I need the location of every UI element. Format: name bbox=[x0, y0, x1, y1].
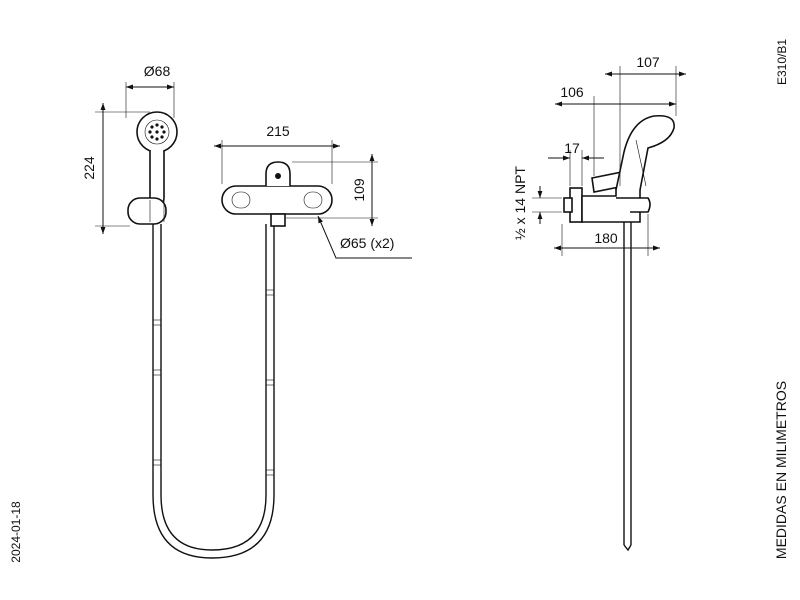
side-spout bbox=[616, 197, 651, 213]
showerhead-handle bbox=[149, 150, 165, 205]
front-mixer-view: 215 109 Ø65 (x2) bbox=[214, 123, 412, 259]
dim-depth-spout: 106 bbox=[560, 84, 584, 100]
mixer-outlet bbox=[270, 213, 286, 227]
side-view: 107 106 17 ½ x 14 NPT 180 bbox=[512, 54, 686, 552]
showerhead-nozzle-ring bbox=[144, 119, 170, 145]
dim-spout-length: 180 bbox=[594, 230, 618, 246]
front-hose bbox=[152, 224, 275, 559]
front-showerhead-view: Ø68 224 bbox=[81, 63, 178, 234]
dim-depth-total: 107 bbox=[636, 54, 660, 70]
dim-escutcheon-diameter: Ø65 (x2) bbox=[340, 235, 394, 251]
shower-holder bbox=[127, 197, 167, 225]
mixer-body bbox=[221, 185, 333, 215]
dim-thread: ½ x 14 NPT bbox=[512, 166, 528, 240]
drawing-code: E310/B1 bbox=[775, 39, 789, 85]
drawing-date: 2024-01-18 bbox=[9, 501, 23, 563]
dim-body-height: 109 bbox=[351, 178, 367, 202]
showerhead-nozzles bbox=[148, 123, 166, 141]
dim-showerhead-diameter: Ø68 bbox=[144, 63, 171, 79]
dim-connection-offset: 17 bbox=[564, 140, 580, 156]
side-showerhead bbox=[615, 114, 675, 191]
units-note: MEDIDAS EN MILIMETROS bbox=[773, 381, 789, 559]
dim-showerhead-height: 224 bbox=[81, 156, 97, 180]
dim-body-width: 215 bbox=[266, 123, 290, 139]
